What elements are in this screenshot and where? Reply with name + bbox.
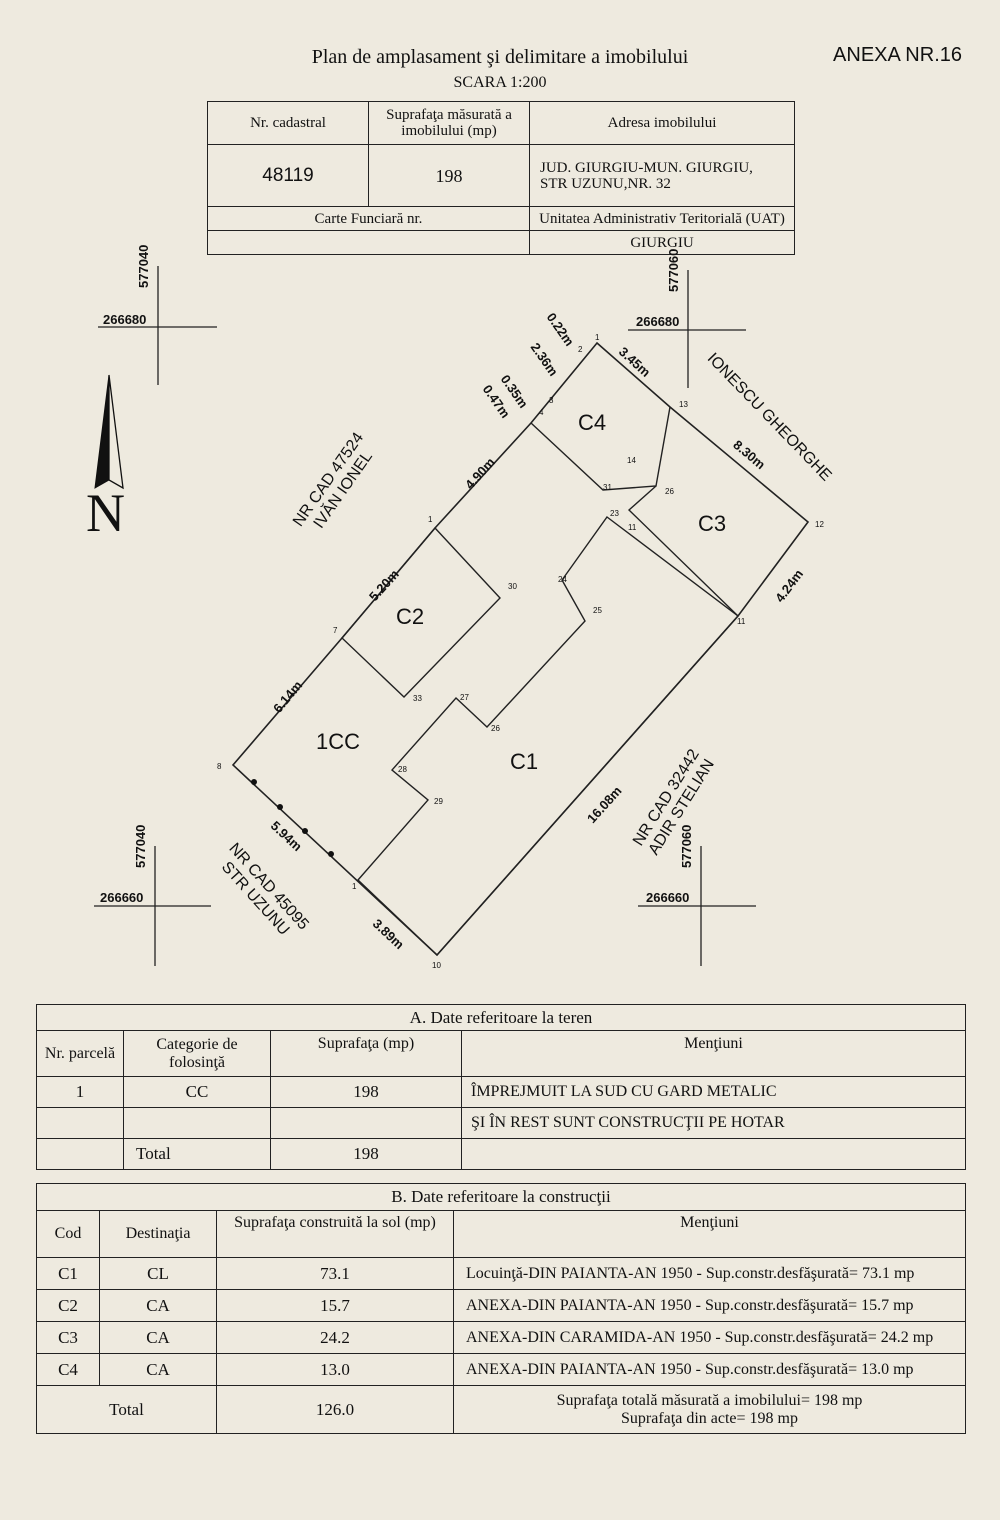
coord-tr-x: 266680 [636, 314, 680, 329]
point-label: 11 [737, 617, 746, 626]
point-label: 27 [460, 693, 469, 702]
address-header: Adresa imobilului [529, 101, 795, 145]
col-header: Cod [36, 1210, 100, 1258]
parcel-boundary [231, 341, 810, 957]
building-label-c3: C3 [698, 511, 727, 536]
scale-label: SCARA 1:200 [453, 74, 547, 91]
building-c4-outline [530, 406, 671, 491]
point-label: 8 [217, 762, 222, 771]
land-table-title: A. Date referitoare la teren [36, 1004, 966, 1031]
table-row: C1 CL 73.1 Locuinţă-DIN PAIANTA-AN 1950 … [36, 1257, 966, 1290]
table-row: C3 CA 24.2 ANEXA-DIN CARAMIDA-AN 1950 - … [36, 1321, 966, 1354]
building-c2-outline [341, 526, 501, 698]
point-label: 25 [593, 606, 602, 615]
point-label: 29 [434, 797, 443, 806]
point-label: 28 [398, 765, 407, 774]
point-label: 26 [491, 724, 500, 733]
point-label: 26 [665, 487, 674, 496]
page-title: Plan de amplasament şi delimitare a imob… [311, 46, 689, 68]
col-header: Nr. parcelă [36, 1030, 124, 1077]
coord-br-x: 266660 [646, 890, 690, 905]
construction-data-table: B. Date referitoare la construcţii Cod D… [36, 1183, 966, 1434]
point-label: 3 [549, 396, 554, 405]
point-label: 10 [432, 961, 441, 970]
table-row: C2 CA 15.7 ANEXA-DIN PAIANTA-AN 1950 - S… [36, 1289, 966, 1322]
site-plan [94, 266, 810, 966]
total-row: Total 198 [36, 1138, 966, 1170]
point-label: 11 [628, 523, 637, 532]
building-label-c1: C1 [510, 749, 539, 774]
coord-bl-y: 577040 [133, 824, 148, 868]
point-label: 1 [352, 882, 357, 891]
nr-cadastral-value: 48119 [207, 144, 369, 207]
point-label: 4 [539, 408, 544, 417]
construction-table-title: B. Date referitoare la construcţii [36, 1183, 966, 1211]
building-label-1cc: 1CC [316, 729, 361, 754]
north-label: N [86, 483, 125, 543]
table-row: ŞI ÎN REST SUNT CONSTRUCŢII PE HOTAR [36, 1107, 966, 1139]
col-header: Menţiuni [461, 1030, 966, 1077]
point-label: 12 [815, 520, 824, 529]
coord-tl-y: 577040 [136, 244, 151, 288]
coord-tl-x: 266680 [103, 312, 147, 327]
point-label: 1 [595, 333, 600, 342]
table-row: C4 CA 13.0 ANEXA-DIN PAIANTA-AN 1950 - S… [36, 1353, 966, 1386]
point-label: 23 [610, 509, 619, 518]
point-label: 1 [428, 515, 433, 524]
surface-header: Suprafaţa măsurată a imobilului (mp) [368, 101, 530, 145]
col-header: Suprafaţa construită la sol (mp) [216, 1210, 454, 1258]
surface-value: 198 [368, 144, 530, 207]
point-label: 30 [508, 582, 517, 591]
north-arrow-icon [94, 374, 124, 490]
land-data-table: A. Date referitoare la teren Nr. parcelă… [36, 1004, 966, 1170]
col-header: Suprafaţa (mp) [270, 1030, 462, 1077]
coord-bl-x: 266660 [100, 890, 144, 905]
col-header: Categorie de folosinţă [123, 1030, 271, 1077]
point-label: 2 [578, 345, 583, 354]
point-label: 31 [603, 483, 612, 492]
uat-value: GIURGIU [529, 230, 795, 255]
point-label: 7 [333, 626, 338, 635]
nr-cadastral-header: Nr. cadastral [207, 101, 369, 145]
building-label-c2: C2 [396, 604, 425, 629]
point-label: 33 [413, 694, 422, 703]
coord-br-y: 577060 [679, 824, 694, 868]
building-c3-outline [627, 485, 739, 617]
coord-tr-y: 577060 [666, 248, 681, 292]
cadastral-table: Nr. cadastral Suprafaţa măsurată a imobi… [207, 101, 795, 255]
building-label-c4: C4 [578, 410, 607, 435]
total-row: Total 126.0 Suprafaţa totală măsurată a … [36, 1385, 966, 1434]
point-label: 24 [558, 575, 567, 584]
table-row: 1 CC 198 ÎMPREJMUIT LA SUD CU GARD METAL… [36, 1076, 966, 1108]
total-notes: Suprafaţa totală măsurată a imobilului= … [453, 1385, 966, 1434]
col-header: Menţiuni [453, 1210, 966, 1258]
point-label: 13 [679, 400, 688, 409]
fence-markers [251, 779, 334, 857]
carte-funciara-value [207, 230, 530, 255]
building-c1-outline [357, 516, 740, 957]
annex-label: ANEXA NR.16 [833, 44, 962, 66]
point-label: 14 [627, 456, 636, 465]
uat-label: Unitatea Administrativ Teritorială (UAT) [529, 206, 795, 231]
col-header: Destinaţia [99, 1210, 217, 1258]
address-value: JUD. GIURGIU-MUN. GIURGIU, STR UZUNU,NR.… [529, 144, 795, 207]
